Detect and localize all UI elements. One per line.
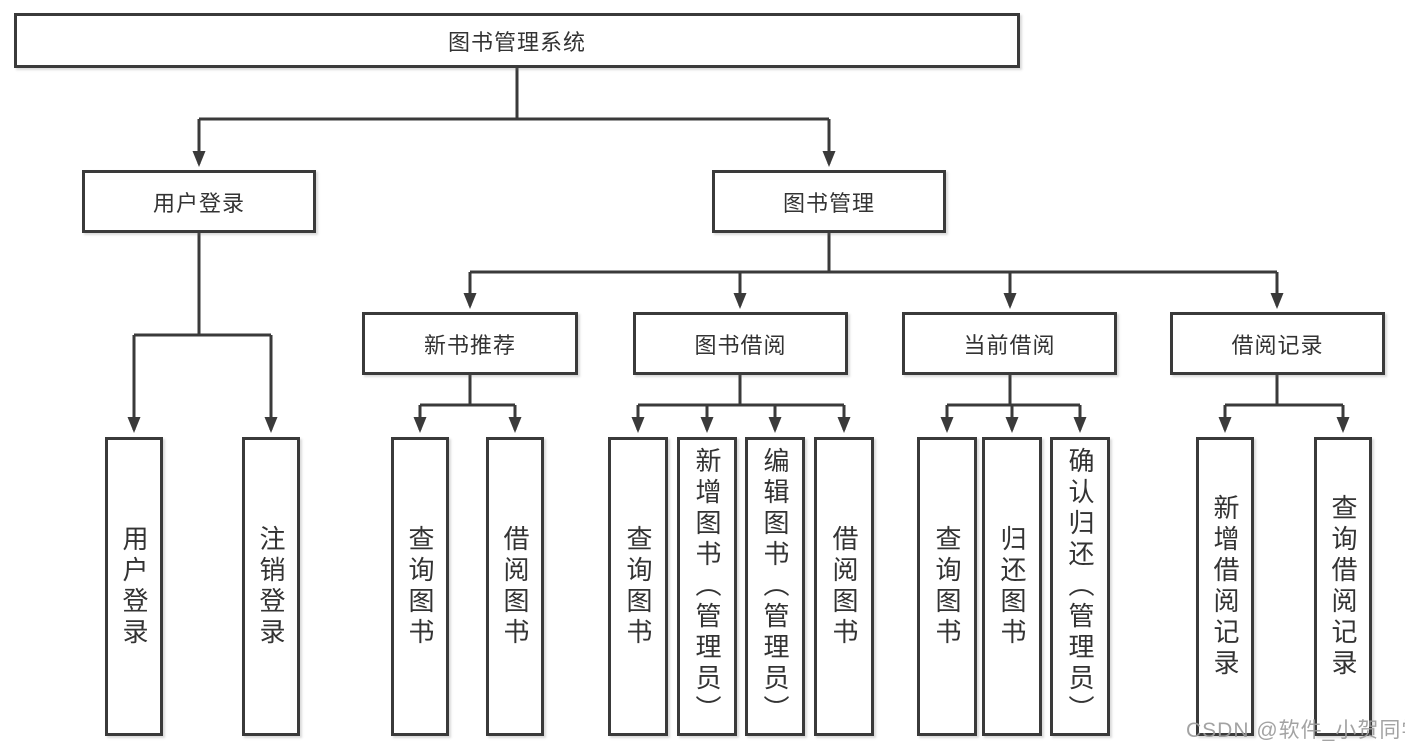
- leaf-add-borrow-record-label: 新增借阅记录: [1210, 493, 1240, 680]
- leaf-logout: 注销登录: [242, 437, 300, 736]
- leaf-return-book: 归还图书: [982, 437, 1042, 736]
- leaf-query-book-recommend-label: 查询图书: [405, 524, 435, 649]
- node-book-borrow-label: 图书借阅: [694, 332, 787, 358]
- node-new-book-recommend-label: 新书推荐: [423, 332, 516, 358]
- leaf-query-book-recommend: 查询图书: [391, 437, 449, 736]
- leaf-add-book-admin: 新增图书（管理员）: [677, 437, 737, 736]
- node-current-borrow: 当前借阅: [902, 312, 1117, 375]
- node-borrow-record: 借阅记录: [1170, 312, 1385, 375]
- leaf-query-book-current: 查询图书: [917, 437, 977, 736]
- leaf-add-borrow-record: 新增借阅记录: [1196, 437, 1254, 736]
- node-user-login-label: 用户登录: [152, 190, 245, 216]
- leaf-edit-book-admin-label: 编辑图书（管理员）: [760, 447, 790, 726]
- leaf-confirm-return-admin: 确认归还（管理员）: [1050, 437, 1110, 736]
- leaf-borrow-book-label: 借阅图书: [829, 524, 859, 649]
- leaf-confirm-return-admin-label: 确认归还（管理员）: [1065, 447, 1095, 726]
- leaf-query-borrow-record: 查询借阅记录: [1314, 437, 1372, 736]
- node-current-borrow-label: 当前借阅: [963, 332, 1056, 358]
- node-borrow-record-label: 借阅记录: [1231, 332, 1324, 358]
- node-root-label: 图书管理系统: [447, 29, 586, 55]
- leaf-logout-label: 注销登录: [256, 524, 286, 649]
- leaf-edit-book-admin: 编辑图书（管理员）: [745, 437, 805, 736]
- leaf-borrow-book-recommend: 借阅图书: [486, 437, 544, 736]
- node-root-system: 图书管理系统: [14, 13, 1020, 68]
- node-book-management-label: 图书管理: [782, 190, 875, 216]
- leaf-query-book-borrow: 查询图书: [608, 437, 668, 736]
- csdn-watermark: CSDN @软件_小贺同学: [1186, 719, 1405, 742]
- node-book-management: 图书管理: [712, 170, 946, 233]
- leaf-add-book-admin-label: 新增图书（管理员）: [692, 447, 722, 726]
- node-book-borrow: 图书借阅: [633, 312, 848, 375]
- leaf-query-book-borrow-label: 查询图书: [623, 524, 653, 649]
- node-new-book-recommend: 新书推荐: [362, 312, 578, 375]
- leaf-borrow-book: 借阅图书: [814, 437, 874, 736]
- leaf-return-book-label: 归还图书: [997, 524, 1027, 649]
- leaf-user-login: 用户登录: [105, 437, 163, 736]
- node-user-login: 用户登录: [82, 170, 316, 233]
- leaf-user-login-label: 用户登录: [119, 524, 149, 649]
- leaf-borrow-book-recommend-label: 借阅图书: [500, 524, 530, 649]
- leaf-query-borrow-record-label: 查询借阅记录: [1328, 493, 1358, 680]
- leaf-query-book-current-label: 查询图书: [932, 524, 962, 649]
